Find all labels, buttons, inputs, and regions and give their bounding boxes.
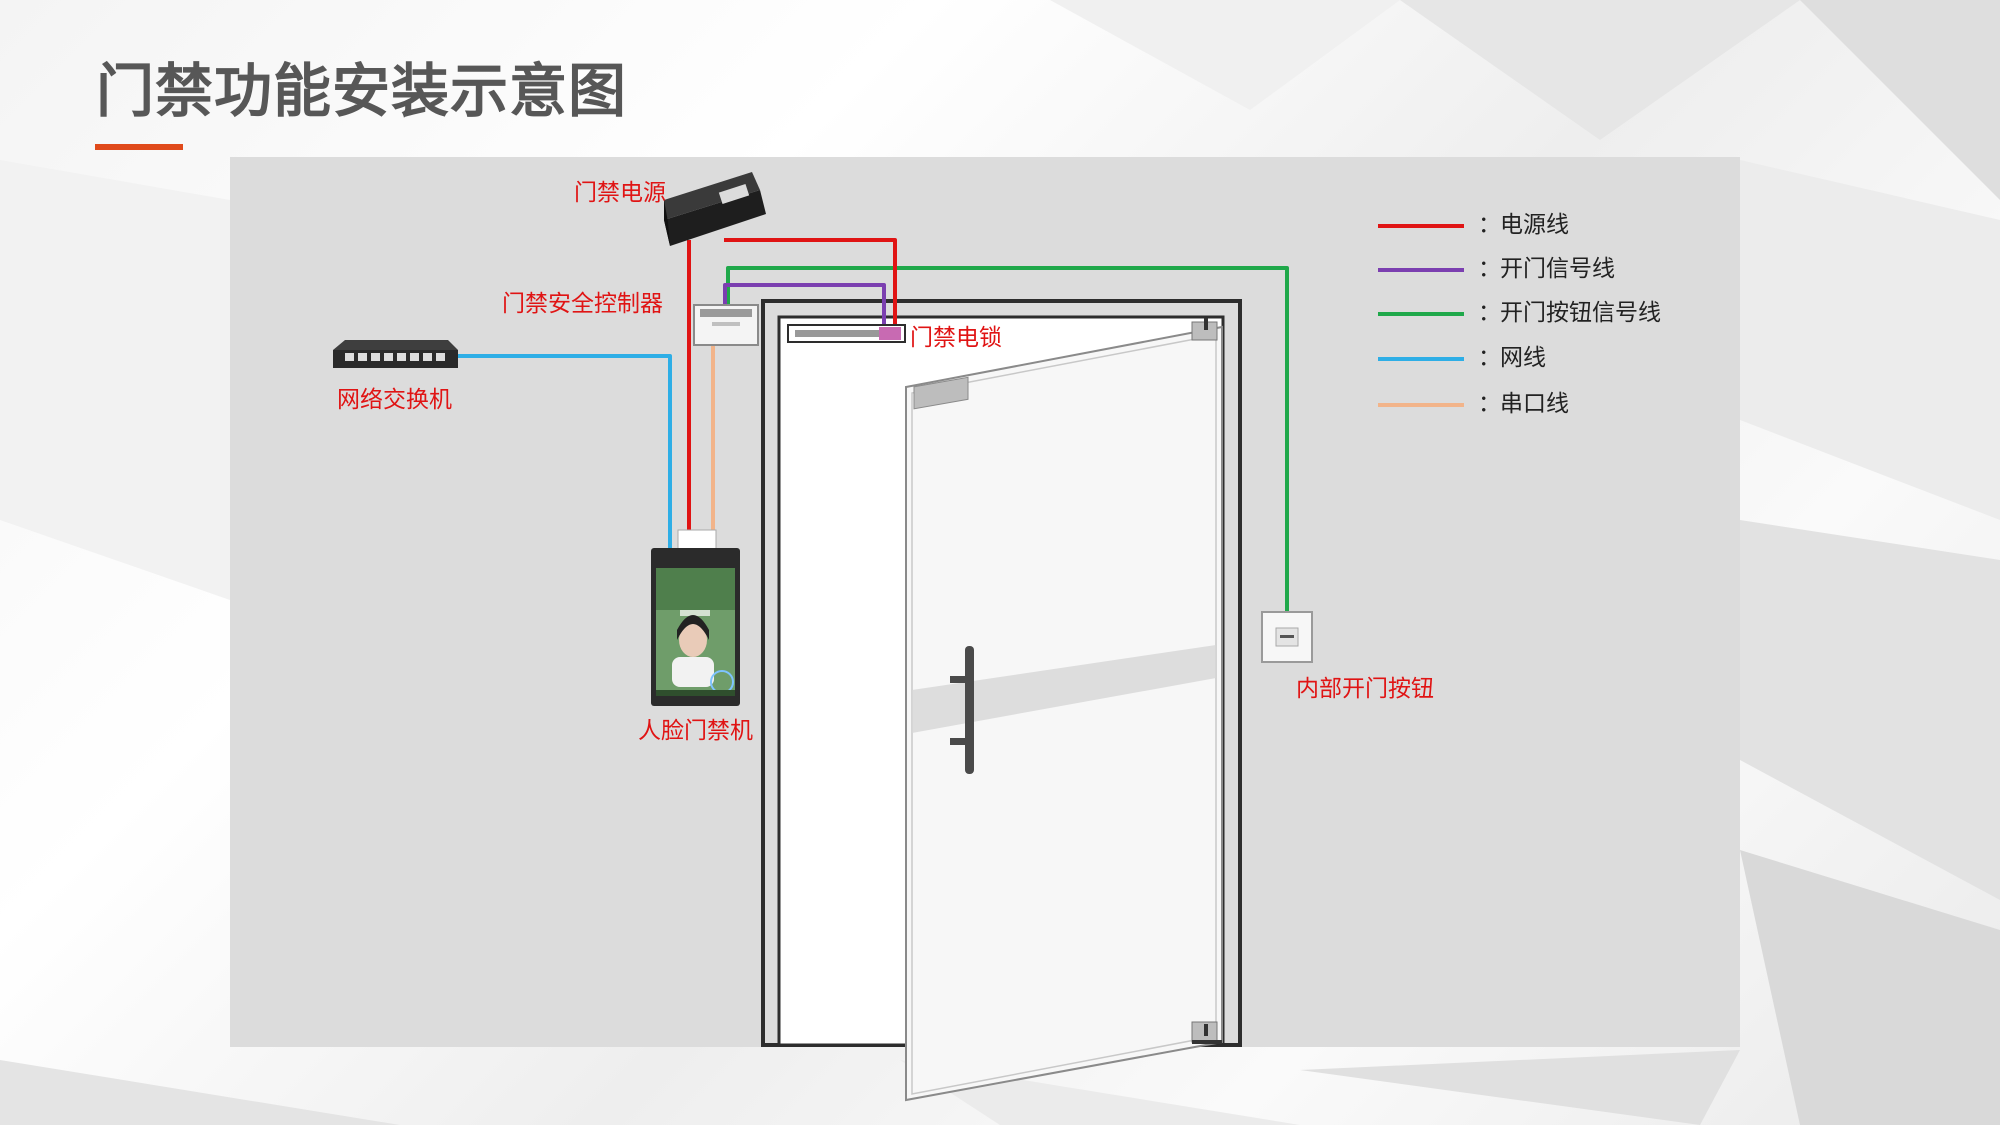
label-network-switch: 网络交换机: [337, 387, 452, 413]
label-controller: 门禁安全控制器: [502, 291, 663, 317]
legend-label-network: 网线: [1500, 345, 1546, 371]
network-switch-device: [333, 340, 458, 368]
legend-label-unlock: 开门信号线: [1500, 256, 1615, 282]
controller-device: [693, 304, 759, 346]
legend-lines: [1378, 224, 1464, 407]
power-supply-device: [664, 172, 766, 246]
page-title: 门禁功能安装示意图: [96, 57, 628, 125]
purple-wire: [723, 283, 886, 335]
legend-separator: ：: [1478, 391, 1501, 417]
exit-button-device: [1261, 611, 1313, 663]
blue-wire: [456, 354, 672, 548]
title-underline: [95, 144, 183, 150]
legend-separator: ：: [1478, 212, 1501, 238]
legend-label-serial: 串口线: [1500, 391, 1569, 417]
electric-lock-device: [787, 324, 906, 343]
door-leaf: [905, 318, 1223, 1102]
legend-separator: ：: [1478, 300, 1501, 326]
red-wire-lock: [724, 238, 897, 335]
label-power-supply: 门禁电源: [574, 180, 666, 206]
legend-label-power: 电源线: [1500, 212, 1569, 238]
label-face-terminal: 人脸门禁机: [638, 718, 753, 744]
legend-separator: ：: [1478, 256, 1501, 282]
label-electric-lock: 门禁电锁: [910, 325, 1002, 351]
door-handle: [950, 646, 974, 774]
wires: [456, 238, 1289, 612]
legend-separator: ：: [1478, 345, 1501, 371]
legend-label-button: 开门按钮信号线: [1500, 300, 1661, 326]
label-exit-button: 内部开门按钮: [1296, 676, 1434, 702]
face-terminal-device: [651, 529, 740, 706]
